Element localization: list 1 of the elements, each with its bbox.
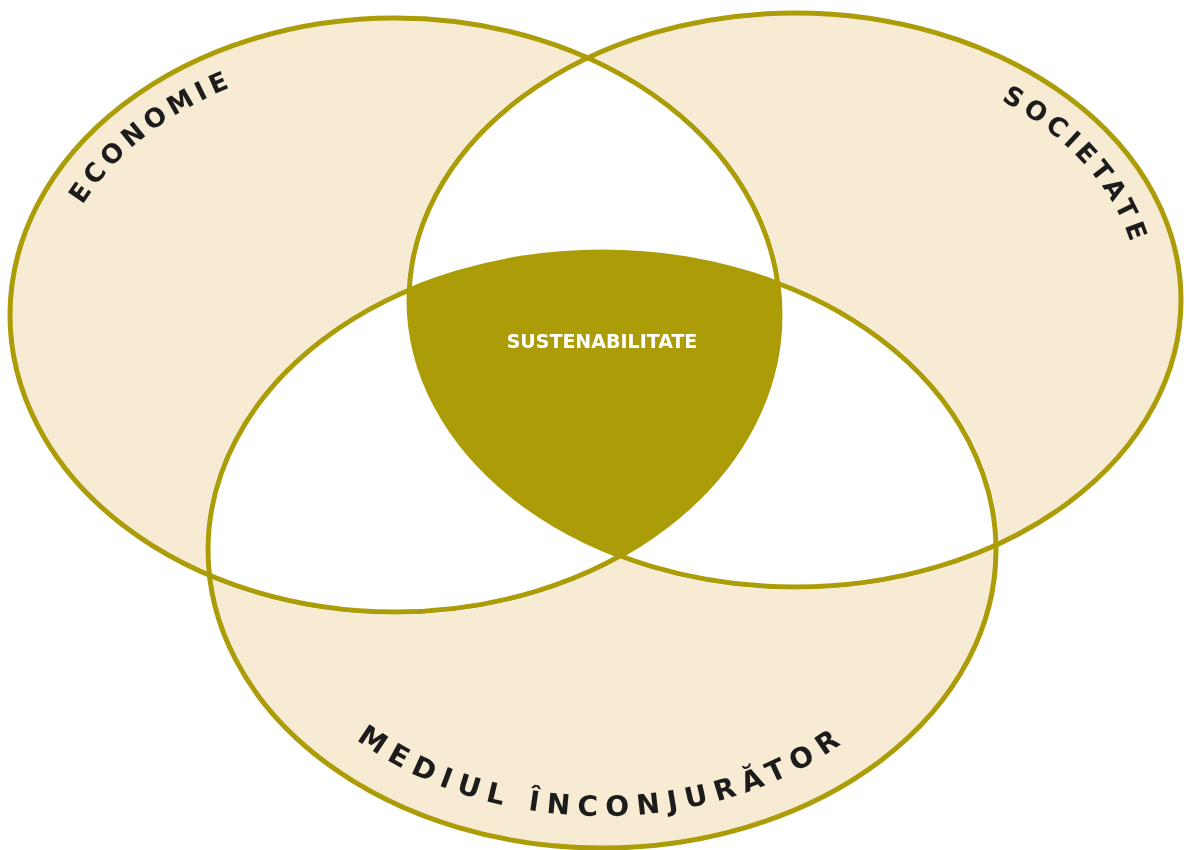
center-label: SUSTENABILITATE xyxy=(506,330,698,352)
